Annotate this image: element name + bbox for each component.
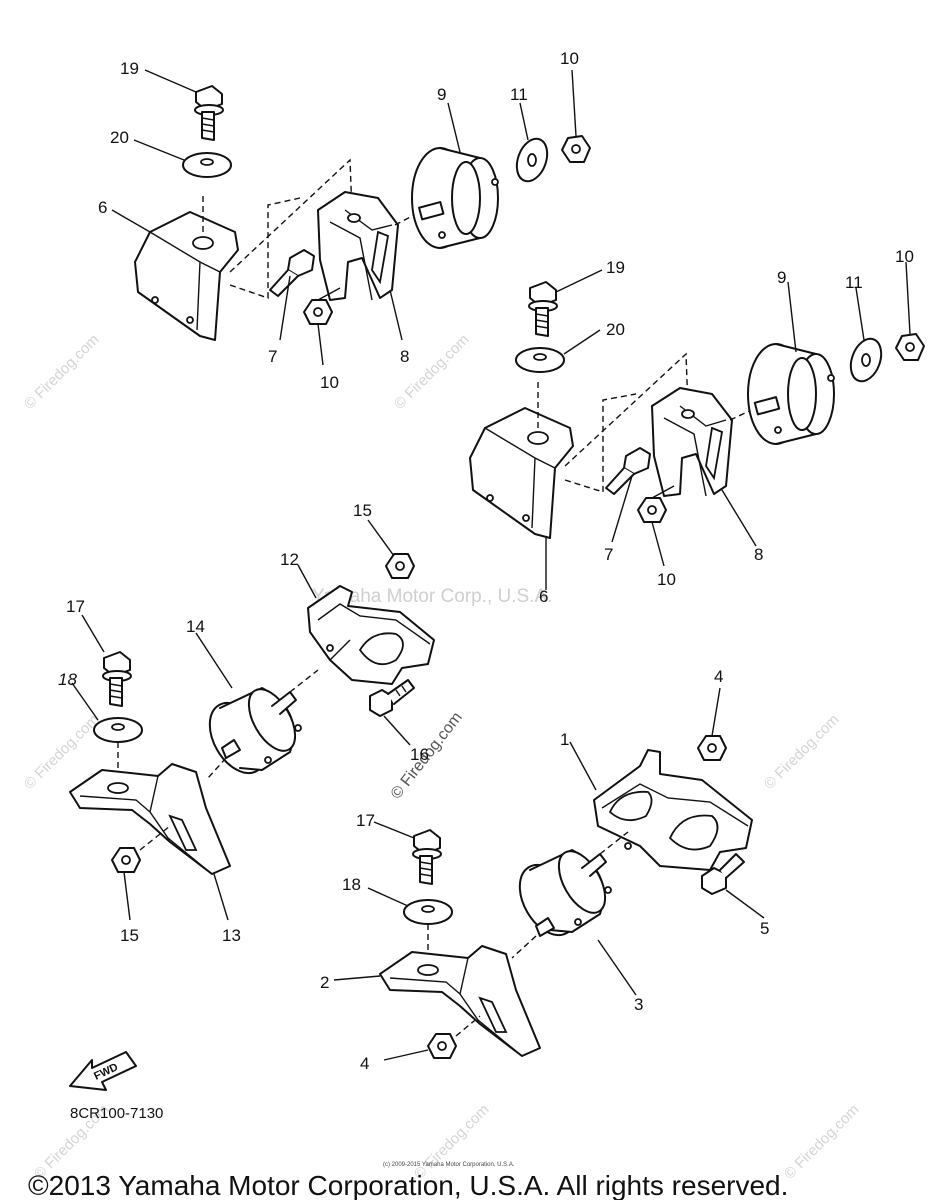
bolt-hole (107, 782, 129, 794)
upper-left-assembly (134, 85, 591, 341)
slot (478, 996, 508, 1033)
callout-18: 18 (342, 875, 361, 894)
slot (608, 790, 653, 822)
bracket-2 (379, 945, 541, 1057)
bracket-13 (69, 763, 231, 875)
nut-hole (647, 505, 657, 515)
callout-20: 20 (110, 128, 129, 147)
callout-17: 17 (356, 811, 375, 830)
middle-left-assembly (69, 553, 435, 875)
fine-print: (c) 2009-2015 Yamaha Motor Corporation, … (383, 1162, 515, 1168)
nut-hole (707, 743, 717, 753)
bolt-hole (417, 964, 439, 976)
rubber-mount-9 (411, 147, 499, 249)
washer-hole (527, 153, 537, 167)
bolt-hole (522, 514, 530, 522)
callout-6: 6 (98, 198, 107, 217)
flange-bolt-5 (701, 853, 745, 895)
callout-5: 5 (760, 919, 769, 938)
nut-hole (905, 342, 915, 352)
slot (371, 230, 390, 285)
slot (168, 814, 198, 851)
callout-19: 19 (606, 258, 625, 277)
rubber-mount-3 (518, 849, 612, 937)
callout-8: 8 (400, 347, 409, 366)
slot (358, 632, 404, 666)
callout-12: 12 (280, 550, 299, 569)
callout-16: 16 (410, 745, 429, 764)
callout-11: 11 (845, 273, 863, 292)
callout-7: 7 (268, 347, 277, 366)
callout-15: 15 (120, 926, 139, 945)
callout-14: 14 (186, 617, 205, 636)
callout-3: 3 (634, 995, 643, 1014)
flange-bolt-17 (102, 651, 132, 707)
watermark-site: © Firedog.com (391, 331, 473, 413)
callout-10: 10 (657, 570, 676, 589)
washer-hole (421, 905, 435, 913)
flange-bolt-7 (605, 447, 651, 495)
callout-numbers: 19 20 6 9 11 10 7 10 8 19 20 9 11 10 7 1… (58, 49, 914, 1073)
callout-17: 17 (66, 597, 85, 616)
callout-10: 10 (320, 373, 339, 392)
rubber-mount-9 (747, 343, 835, 445)
flange-bolt-19 (194, 85, 224, 141)
bolt-hole (186, 316, 194, 324)
callout-13: 13 (222, 926, 241, 945)
flange-bolt-19 (528, 281, 558, 337)
bolt-hole (151, 296, 159, 304)
bolt-hole (486, 494, 494, 502)
callout-20: 20 (606, 320, 625, 339)
callout-9: 9 (777, 268, 786, 287)
slot (705, 426, 724, 481)
flange-bolt-7 (269, 249, 315, 297)
callout-10: 10 (560, 49, 579, 68)
bolt-hole (681, 409, 695, 419)
flange-bolt-17 (412, 829, 442, 885)
fwd-arrow: FWD (69, 1051, 137, 1091)
nut-hole (395, 561, 405, 571)
callout-2: 2 (320, 973, 329, 992)
bolt-hole (326, 644, 334, 652)
watermark-center: Yamaha Motor Corp., U.S.A. (312, 586, 552, 607)
bolt-hole (624, 842, 632, 850)
nut-hole (571, 144, 581, 154)
callout-7: 7 (604, 545, 613, 564)
washer-hole (533, 353, 547, 361)
slot (668, 814, 719, 851)
lower-right-assembly (379, 735, 753, 1059)
nut-hole (313, 307, 323, 317)
callout-1: 1 (560, 730, 569, 749)
watermark-site: © Firedog.com (21, 331, 103, 413)
rubber-mount-14 (208, 687, 302, 775)
bolt-hole (347, 213, 361, 223)
callout-15: 15 (353, 501, 372, 520)
callout-8: 8 (754, 545, 763, 564)
upper-right-assembly (469, 281, 925, 539)
washer-hole (111, 723, 125, 731)
callout-18: 18 (58, 670, 77, 689)
callout-6: 6 (539, 587, 548, 606)
watermark-site: © Firedog.com (781, 1101, 863, 1183)
callout-4: 4 (360, 1054, 369, 1073)
leader-lines (71, 69, 911, 1061)
callout-9: 9 (437, 85, 446, 104)
callout-10: 10 (895, 247, 914, 266)
washer-hole (861, 353, 871, 367)
nut-hole (437, 1041, 447, 1051)
flange-bolt-16 (369, 679, 415, 717)
nut-hole (121, 855, 131, 865)
callout-4: 4 (714, 667, 723, 686)
bolt-hole (192, 236, 214, 250)
watermark-site: © Firedog.com (761, 711, 843, 793)
washer-hole (200, 158, 214, 166)
diagram-code: 8CR100-7130 (70, 1105, 163, 1122)
copyright-notice: ©2013 Yamaha Motor Corporation, U.S.A. A… (28, 1170, 788, 1200)
callout-11: 11 (510, 85, 528, 104)
bolt-hole (527, 431, 549, 445)
callout-19: 19 (120, 59, 139, 78)
